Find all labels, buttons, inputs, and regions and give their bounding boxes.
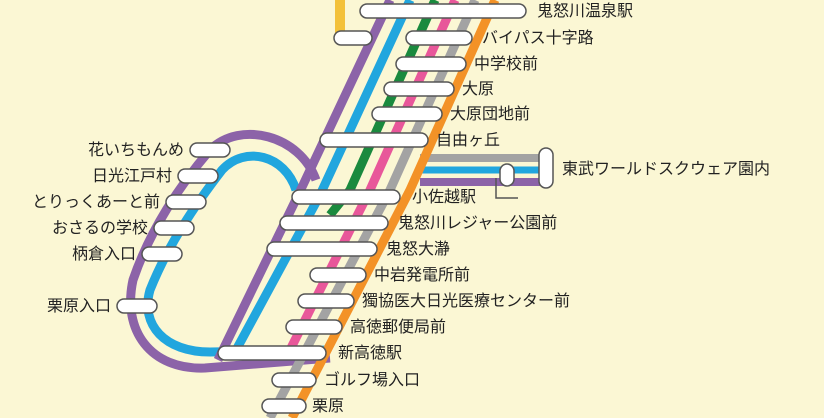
stop-label-nakaiwa: 中岩発電所前 [374, 265, 471, 284]
stop-label-world-square: 東武ワールドスクウェア園内 [562, 159, 771, 178]
stop-marker [266, 241, 378, 257]
branch-terminal-marker [538, 147, 554, 189]
stop-marker [189, 142, 231, 158]
stop-marker [319, 132, 429, 148]
stop-marker [279, 215, 389, 231]
stop-marker [271, 372, 317, 388]
stop-marker [177, 168, 219, 184]
stop-marker [309, 267, 367, 283]
loop-stop-markers [116, 142, 231, 314]
stop-marker [261, 398, 307, 414]
stop-label-hanaichi: 花いちもんめ [87, 140, 184, 159]
stop-label-post-office: 高徳郵便局前 [350, 317, 447, 336]
stop-label-monkey-school: おさるの学校 [51, 218, 148, 237]
stop-marker [297, 293, 355, 309]
stop-label-bypass: バイパス十字路 [482, 28, 594, 47]
purple-trunk-line [213, 0, 395, 362]
stop-marker [291, 189, 401, 205]
stop-label-ohara-danchi: 大原団地前 [450, 104, 531, 123]
branch-mid-marker [499, 163, 515, 187]
stop-label-trickart: とりっくあーと前 [31, 192, 160, 211]
branch-connector [495, 178, 518, 199]
stop-label-kosagoe: 小佐越駅 [412, 187, 477, 206]
stop-marker [333, 30, 373, 46]
stop-marker [395, 56, 467, 72]
stop-marker [383, 81, 455, 97]
stop-label-kinugawa-onsen: 鬼怒川温泉駅 [537, 1, 634, 20]
purple-loop-line [126, 130, 331, 373]
stop-label-golf: ゴルフ場入口 [324, 370, 421, 389]
stop-label-kurihara: 栗原 [312, 396, 345, 415]
stop-marker [116, 298, 158, 314]
stop-marker [371, 106, 443, 122]
stop-label-shin-takatoku: 新高徳駅 [338, 343, 403, 362]
stop-marker [141, 246, 183, 262]
stop-label-kinu-oro: 鬼怒大瀞 [386, 239, 451, 258]
stop-label-dokkyo-hospital: 獨協医大日光医療センター前 [362, 291, 571, 310]
stop-label-junior-high: 中学校前 [474, 54, 539, 73]
main-stop-markers [217, 3, 527, 414]
stop-marker [217, 345, 327, 361]
stop-label-edomura: 日光江戸村 [91, 166, 172, 185]
stop-label-ohara: 大原 [462, 79, 495, 98]
stop-marker [405, 30, 473, 46]
stop-marker [285, 319, 343, 335]
stop-label-karakura: 柄倉入口 [71, 244, 136, 263]
stop-label-jiyugaoka: 自由ヶ丘 [436, 130, 501, 149]
stop-label-kurihara-iriguchi: 栗原入口 [46, 296, 111, 315]
stop-label-leisure-park: 鬼怒川レジャー公園前 [398, 213, 558, 232]
stop-marker [165, 194, 207, 210]
stop-marker [359, 3, 527, 19]
stop-marker [153, 220, 195, 236]
